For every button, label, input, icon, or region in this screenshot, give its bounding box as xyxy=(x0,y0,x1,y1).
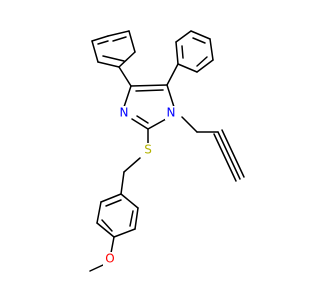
bond-phenyl2-to-c5 xyxy=(166,63,179,86)
bonds xyxy=(89,30,245,272)
bond-benzene-3 xyxy=(113,228,136,238)
bond-benzene-6 xyxy=(100,193,122,203)
bond-benzene-inner2 xyxy=(101,219,113,232)
atom-oxygen: O xyxy=(105,252,114,266)
bond-phenyl1-to-c4 xyxy=(118,66,132,87)
bond-phenyl1-4 xyxy=(97,61,120,68)
bond-phenyl1-6 xyxy=(91,35,109,42)
bond-n1-c2 xyxy=(147,118,167,130)
bond-benzene-o xyxy=(110,236,115,254)
bond-phenyl2-6 xyxy=(175,41,179,65)
bond-alkyne-3 xyxy=(221,129,245,178)
molecule-diagram: N N S O xyxy=(89,30,245,272)
atom-n-left: N xyxy=(120,106,129,120)
bond-benzene-1 xyxy=(120,193,139,209)
bond-c2-n3-double xyxy=(136,115,149,124)
bond-phenyl2-inner3 xyxy=(181,45,184,59)
molecule-svg: N N S O xyxy=(89,30,245,272)
atom-sulfur: S xyxy=(144,143,152,157)
bond-benzene-4 xyxy=(96,222,115,238)
bond-benzene-inner3 xyxy=(105,199,122,207)
bond-phenyl2-4 xyxy=(196,59,214,73)
bond-phenyl1-5 xyxy=(91,40,99,63)
bond-alkyne-2 xyxy=(213,133,237,182)
bond-phenyl1-2 xyxy=(128,30,136,53)
bond-benzene-2 xyxy=(134,207,139,230)
bond-phenyl2-3 xyxy=(209,38,214,61)
label-bg-o xyxy=(103,252,117,266)
bond-phenyl2-1 xyxy=(175,30,192,43)
label-bg-s xyxy=(142,143,154,157)
bond-c5-n1 xyxy=(166,84,175,108)
bond-s-ch2 xyxy=(123,157,141,173)
bond-c2-n3 xyxy=(131,118,149,130)
bond-benzene-5 xyxy=(96,201,102,224)
atom-n-right: N xyxy=(167,106,176,120)
bond-c4-c5-double xyxy=(135,89,164,92)
bond-n1-ch2 xyxy=(181,116,198,133)
atom-labels: N N S O xyxy=(103,106,177,266)
bond-c4-c5 xyxy=(130,84,168,87)
label-bg-n-left xyxy=(118,106,130,120)
bond-phenyl2-inner2 xyxy=(196,56,208,67)
bond-alkyne-1 xyxy=(217,131,241,180)
bond-phenyl2-5 xyxy=(177,63,198,73)
bond-phenyl2-inner1 xyxy=(192,37,206,44)
bond-phenyl1-1 xyxy=(107,30,130,37)
bond-benzene-inner1 xyxy=(129,210,134,227)
label-bg-n-right xyxy=(165,106,177,120)
bond-ch2-benzene xyxy=(120,171,125,195)
bond-n3-c4 xyxy=(123,85,132,108)
bond-phenyl1-inner2 xyxy=(102,55,125,62)
bond-o-ch3 xyxy=(89,264,104,272)
bond-phenyl1-3 xyxy=(118,51,136,68)
bond-phenyl1-inner1 xyxy=(112,36,127,42)
bond-phenyl1-inner3 xyxy=(97,40,109,45)
bond-phenyl2-2 xyxy=(190,30,211,40)
